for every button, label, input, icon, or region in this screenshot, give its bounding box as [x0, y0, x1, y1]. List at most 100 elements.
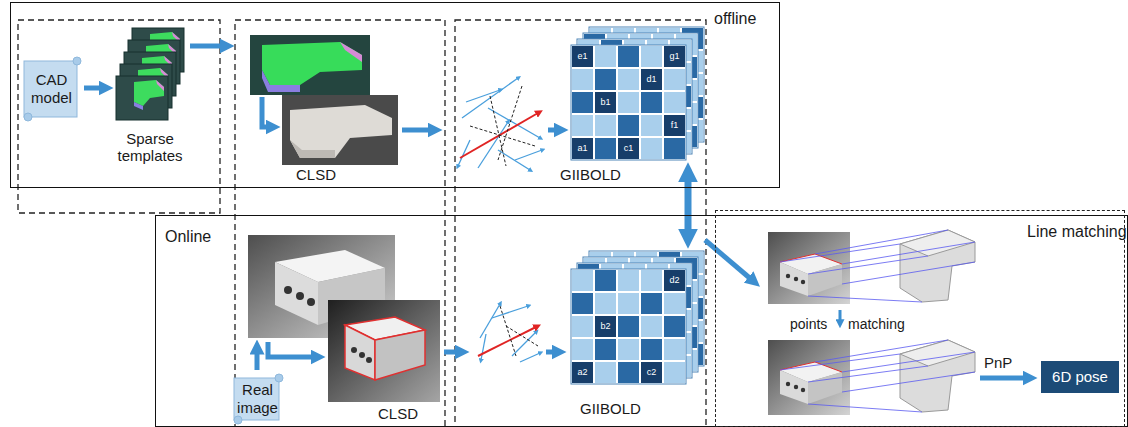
grid-cell [572, 138, 593, 159]
descriptor-grid: e1g1d1b1f1a1c1 [571, 27, 704, 160]
real-photo [375, 330, 425, 380]
grid-cell [618, 46, 639, 67]
real-photo [296, 292, 304, 300]
match-illustration [780, 230, 975, 302]
grid-cell [641, 46, 662, 67]
grid-cell [618, 293, 639, 314]
real-photo [359, 352, 365, 358]
document-node: Real image [233, 373, 285, 425]
render-image [290, 105, 392, 158]
grid-cell [572, 362, 593, 383]
document-shape [234, 378, 279, 420]
stage-title: offline [714, 9, 756, 28]
grid-cell-label: c1 [617, 137, 640, 160]
text-label: CLSD [378, 405, 418, 422]
line-features [481, 334, 486, 360]
dashed-frame [235, 20, 445, 427]
grid-cell [618, 270, 639, 291]
grid-cell-label: f1 [663, 114, 686, 137]
template-stack [134, 102, 143, 110]
result-box: 6D pose [1041, 361, 1119, 393]
grid-cell-label: a1 [571, 137, 594, 160]
flow-arrow [84, 46, 1027, 378]
grid-cell [618, 69, 639, 90]
match-illustration [900, 230, 975, 256]
line-features [458, 78, 542, 362]
grid-layer [571, 269, 686, 384]
grid-cell-label: c2 [640, 361, 663, 384]
stage-title: Online [165, 227, 211, 246]
grid-cell [572, 46, 593, 67]
grid-cell [572, 69, 593, 90]
grid-cell [664, 316, 685, 337]
flow-arrow [402, 128, 432, 133]
render-image [250, 35, 370, 95]
match-illustration [794, 385, 798, 389]
grid-cell [618, 316, 639, 337]
flow-arrow [980, 376, 1027, 381]
grid-cell [664, 339, 685, 360]
grid-cell [641, 316, 662, 337]
grid-cell [664, 270, 685, 291]
grid-cell-label: g1 [663, 45, 686, 68]
render-image [262, 42, 362, 85]
text-label: GIIBOLD [580, 400, 641, 417]
render-image [340, 42, 362, 62]
grid-cell-label: e1 [571, 45, 594, 68]
real-photo [248, 235, 440, 402]
grid-cell [572, 293, 593, 314]
match-illustration [768, 232, 850, 304]
grid-cell [641, 138, 662, 159]
text-label: matching [848, 316, 905, 332]
match-illustration [786, 274, 790, 278]
grid-stack [571, 27, 704, 160]
grid-cell [572, 92, 593, 113]
real-photo [345, 325, 375, 380]
match-illustration [801, 388, 805, 392]
grid-cell [664, 69, 685, 90]
real-photo [284, 286, 292, 294]
grid-cell [595, 92, 616, 113]
grid-cell [641, 339, 662, 360]
match-illustration [768, 230, 975, 415]
flow-arrow [705, 240, 752, 280]
grid-cell [572, 115, 593, 136]
grid-cell [572, 316, 593, 337]
grid-layer [571, 269, 686, 384]
grid-cell [641, 293, 662, 314]
grid-cell [595, 362, 616, 383]
line-features [492, 306, 528, 318]
match-illustration [801, 280, 805, 284]
match-illustration [794, 277, 798, 281]
stage-frame: OnlineReal image d2 b2a2 c2 [155, 215, 1128, 427]
match-illustration [780, 340, 975, 412]
descriptor-grid: d2 b2a2 c2 [571, 251, 704, 384]
grid-cell [618, 339, 639, 360]
line-features [520, 353, 540, 362]
real-photo [351, 347, 357, 353]
document-curl [234, 416, 242, 424]
dashed-frame [455, 20, 706, 427]
flow-arrow [546, 350, 556, 355]
grid-cell-label: a2 [571, 361, 594, 384]
line-features [466, 90, 500, 102]
render-image [250, 35, 398, 165]
grid-stack [571, 251, 704, 384]
grid-cell [595, 138, 616, 159]
match-illustration [900, 340, 975, 366]
render-image [282, 95, 398, 165]
grid-cell-label: d1 [640, 68, 663, 91]
node-text: Real image [237, 381, 278, 417]
line-features [498, 150, 530, 170]
flow-arrow [548, 128, 558, 133]
grid-cell [595, 339, 616, 360]
flow-arrow [84, 86, 103, 91]
grid-cell [595, 270, 616, 291]
flow-arrow [444, 350, 459, 355]
grid-cell [618, 115, 639, 136]
grid-cell [641, 362, 662, 383]
grid-cell-label: b2 [594, 315, 617, 338]
grid-cell-label: d2 [663, 269, 686, 292]
flow-arrow [839, 310, 842, 322]
